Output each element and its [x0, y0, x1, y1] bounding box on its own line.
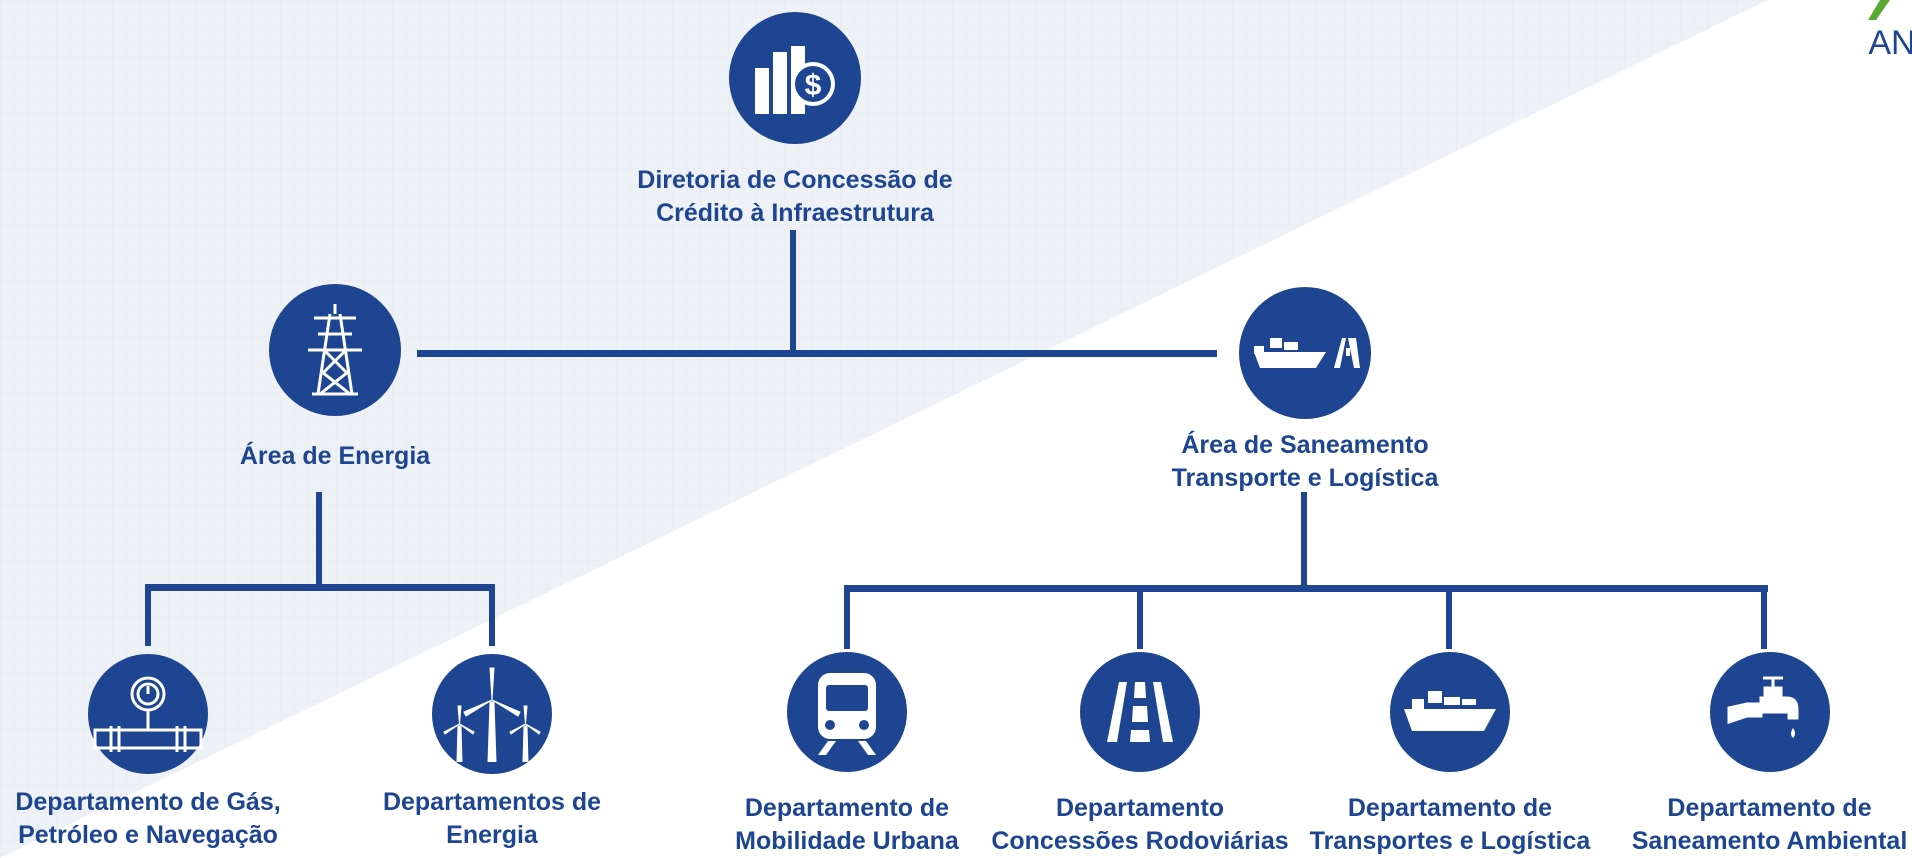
cargo-ship-icon: [1390, 652, 1510, 772]
director-title-line2: Crédito à Infraestrutura: [656, 199, 934, 227]
dept-rodoviarias: Departamento Concessões Rodoviárias: [990, 652, 1290, 858]
connector: [1761, 585, 1767, 649]
area-energia-label: Área de Energia: [239, 442, 431, 470]
dept-rodoviarias-line1: Departamento: [1055, 794, 1225, 822]
dept-saneamento: Departamento de Saneamento Ambiental: [1627, 652, 1912, 858]
area-energia-node: Área de Energia: [215, 284, 455, 473]
ship-road-icon: [1239, 287, 1371, 419]
transmission-tower-icon: [269, 284, 401, 416]
connector: [844, 585, 850, 649]
connector: [1137, 585, 1143, 649]
connector: [790, 230, 796, 354]
dept-energia-line2: Energia: [446, 821, 538, 849]
connector: [145, 584, 151, 646]
train-icon: [787, 652, 907, 772]
area-saneamento-line2: Transporte e Logística: [1171, 464, 1439, 492]
dept-energia-line1: Departamentos de: [382, 788, 602, 816]
svg-text:$: $: [805, 69, 822, 102]
connector: [1446, 585, 1452, 649]
dept-saneamento-line1: Departamento de: [1667, 794, 1872, 822]
dept-rodoviarias-line2: Concessões Rodoviárias: [991, 827, 1289, 855]
dept-transportes-line1: Departamento de: [1347, 794, 1553, 822]
dept-mobilidade-line1: Departamento de: [744, 794, 950, 822]
connector: [316, 492, 322, 587]
connector: [489, 584, 495, 646]
dept-energia: Departamentos de Energia: [362, 654, 622, 852]
connector: [844, 585, 1768, 592]
wind-turbines-icon: [432, 654, 552, 774]
dept-transportes-line2: Transportes e Logística: [1309, 827, 1591, 855]
water-tap-icon: [1709, 652, 1830, 772]
dept-mobilidade: Departamento de Mobilidade Urbana: [717, 652, 977, 858]
road-icon: [1080, 652, 1200, 772]
logo: AN: [1852, 0, 1912, 65]
logo-text: AN: [1868, 24, 1912, 60]
dept-transportes: Departamento de Transportes e Logística: [1300, 652, 1600, 858]
gas-pipeline-gauge-icon: [88, 654, 208, 774]
dept-gas-petroleo: Departamento de Gás, Petróleo e Navegaçã…: [0, 654, 296, 852]
chart-dollar-icon: $: [729, 12, 861, 144]
connector: [417, 350, 1217, 357]
dept-gas-line2: Petróleo e Navegação: [18, 821, 278, 849]
area-saneamento-line1: Área de Saneamento: [1181, 431, 1429, 459]
director-title-line1: Diretoria de Concessão de: [637, 166, 953, 194]
dept-mobilidade-line2: Mobilidade Urbana: [735, 827, 959, 855]
connector: [145, 584, 495, 591]
logo-mark-icon: AN: [1868, 0, 1912, 62]
dept-gas-line1: Departamento de Gás,: [15, 788, 281, 816]
dept-saneamento-line2: Saneamento Ambiental: [1631, 827, 1908, 855]
connector: [1301, 492, 1307, 588]
area-saneamento-node: Área de Saneamento Transporte e Logístic…: [1105, 287, 1505, 495]
director-node: $ Diretoria de Concessão de Crédito à In…: [595, 12, 995, 230]
